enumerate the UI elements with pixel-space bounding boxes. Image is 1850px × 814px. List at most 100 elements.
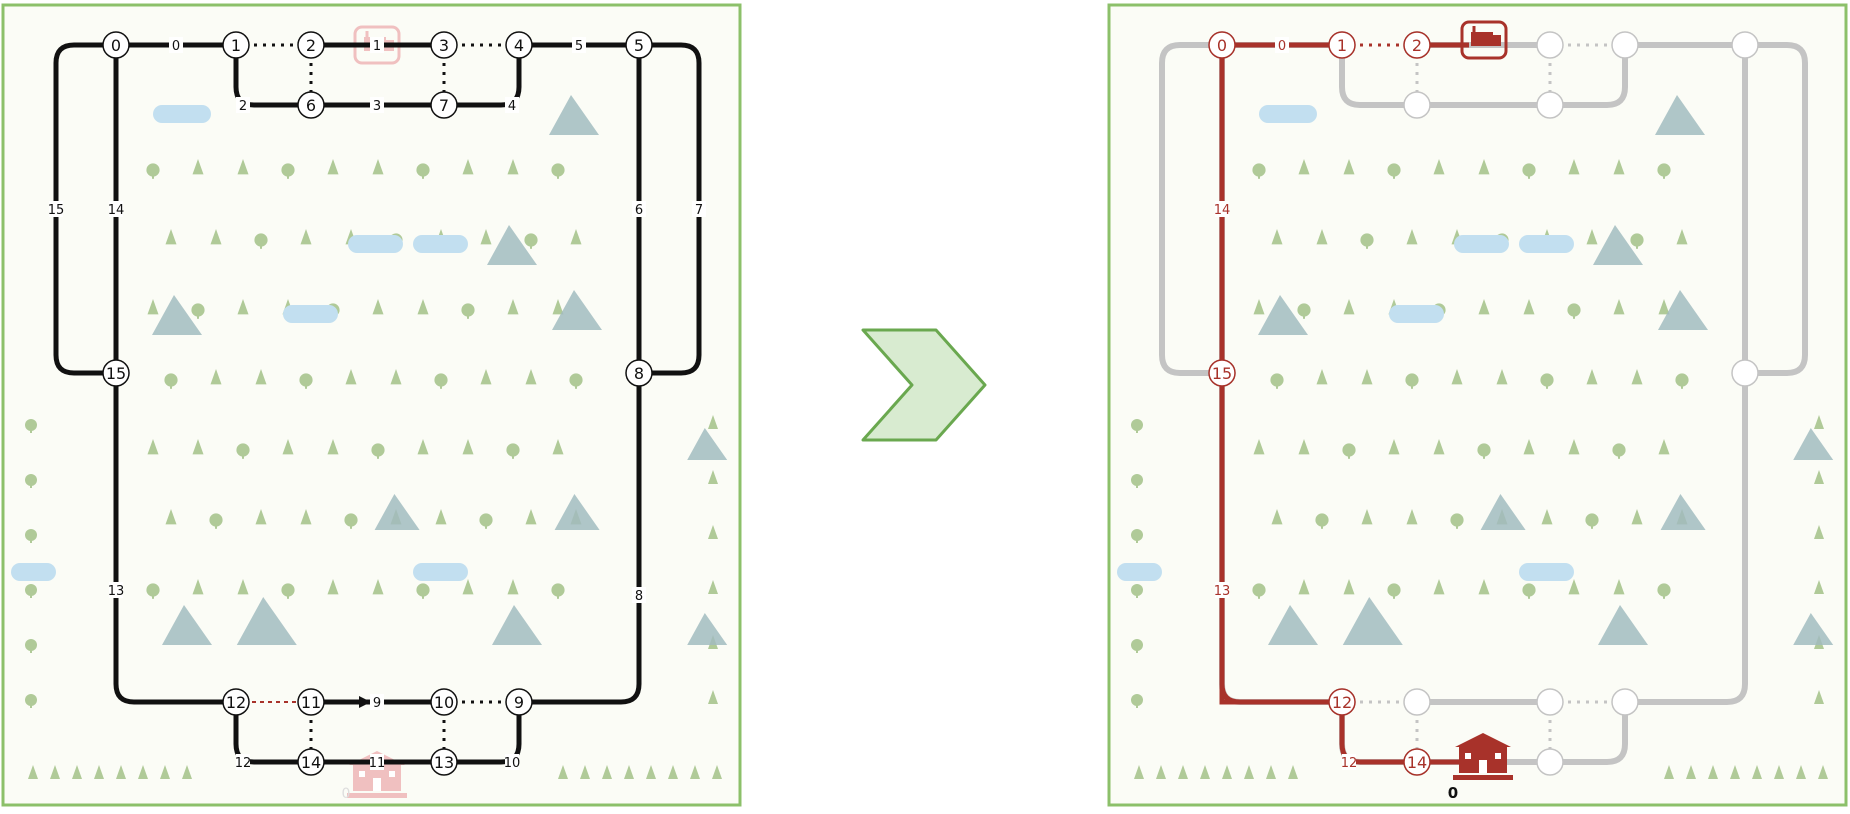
tree-icon [462, 579, 474, 595]
lake-icon [11, 563, 56, 581]
tree-icon [1406, 229, 1418, 245]
edge-label: 4 [508, 99, 516, 114]
station-node [222, 31, 250, 59]
track-segment [113, 373, 236, 705]
track-segment-inactive [1625, 373, 1748, 705]
tree-icon [1253, 299, 1265, 315]
round-tree-icon [254, 233, 268, 247]
round-tree-icon [209, 513, 223, 527]
tree-icon [1271, 229, 1283, 245]
tree-icon [1478, 299, 1490, 315]
tree-icon [255, 509, 267, 525]
tree-icon [327, 159, 339, 175]
tree-icon [300, 229, 312, 245]
station-node [430, 31, 458, 59]
tree-icon [480, 229, 492, 245]
tree-icon [1568, 159, 1580, 175]
tree-icon [708, 690, 718, 704]
tree-icon [237, 159, 249, 175]
edge-label-bg [572, 37, 586, 53]
edge-label-bg [505, 97, 519, 113]
station-node [1328, 688, 1356, 716]
tree-icon [1658, 439, 1670, 455]
station-label: 0 [342, 786, 351, 802]
direction-arrow-icon [359, 696, 371, 708]
tree-icon [1523, 299, 1535, 315]
round-tree-icon [25, 419, 37, 431]
tree-icon [462, 159, 474, 175]
tree-icon [507, 579, 519, 595]
round-tree-icon [1131, 694, 1143, 706]
mountain-icon [1655, 95, 1705, 135]
edge-label-bg [236, 97, 250, 113]
route-segment [1219, 373, 1342, 705]
tree-icon [1586, 229, 1598, 245]
school-door [373, 778, 381, 791]
school-door [1479, 760, 1487, 773]
tree-icon [1586, 369, 1598, 385]
tree-icon [1708, 765, 1718, 779]
edge-label: 12 [235, 756, 252, 771]
station-node [625, 31, 653, 59]
mountain-icon [1660, 494, 1706, 530]
edge-label: 13 [108, 584, 125, 599]
station-node [297, 688, 325, 716]
tree-icon [192, 579, 204, 595]
tree-icon [525, 509, 537, 525]
round-tree-icon [371, 443, 385, 457]
tree-icon [624, 765, 634, 779]
lake-icon [283, 305, 338, 323]
round-tree-icon [236, 443, 250, 457]
round-tree-icon [1522, 583, 1536, 597]
round-tree-icon [1630, 233, 1644, 247]
round-tree-icon [1131, 419, 1143, 431]
round-tree-icon [416, 583, 430, 597]
tree-icon [327, 579, 339, 595]
edge-label-bg [632, 587, 646, 603]
school-icon [1453, 733, 1513, 780]
station-node [102, 31, 130, 59]
mountain-icon [487, 225, 537, 265]
round-tree-icon [1252, 583, 1266, 597]
round-tree-icon [416, 163, 430, 177]
tree-icon [1433, 579, 1445, 595]
tree-icon [417, 439, 429, 455]
edge-label-bg [370, 97, 384, 113]
tree-icon [690, 765, 700, 779]
edge-label: 7 [695, 203, 703, 218]
tree-icon [1298, 439, 1310, 455]
tree-icon [1316, 229, 1328, 245]
tree-icon [1496, 369, 1508, 385]
round-tree-icon [1612, 443, 1626, 457]
mountain-icon [1793, 613, 1834, 645]
tree-icon [192, 159, 204, 175]
tree-icon [1361, 509, 1373, 525]
station-node [1208, 359, 1236, 387]
tree-icon [210, 369, 222, 385]
edge-label: 0 [172, 39, 180, 54]
tree-icon [708, 470, 718, 484]
edge-label: 11 [369, 756, 386, 771]
edge-label-bg [109, 201, 123, 217]
tree-icon [1433, 439, 1445, 455]
tree-icon [1433, 159, 1445, 175]
edge-label: 10 [504, 756, 521, 771]
edge-label-bg [370, 754, 384, 770]
school-window [359, 771, 365, 777]
scenery [1117, 95, 1834, 779]
lake-icon [413, 235, 468, 253]
station-node-label: 10 [434, 693, 454, 712]
tree-icon [1676, 229, 1688, 245]
lake-icon [1519, 563, 1574, 581]
round-tree-icon [1387, 583, 1401, 597]
edge-label: 12 [1341, 756, 1358, 771]
station-node-inactive [1536, 688, 1564, 716]
tree-icon [1266, 765, 1276, 779]
tree-icon [372, 159, 384, 175]
round-tree-icon [1360, 233, 1374, 247]
tree-icon [552, 439, 564, 455]
round-tree-icon [1522, 163, 1536, 177]
round-tree-icon [434, 373, 448, 387]
